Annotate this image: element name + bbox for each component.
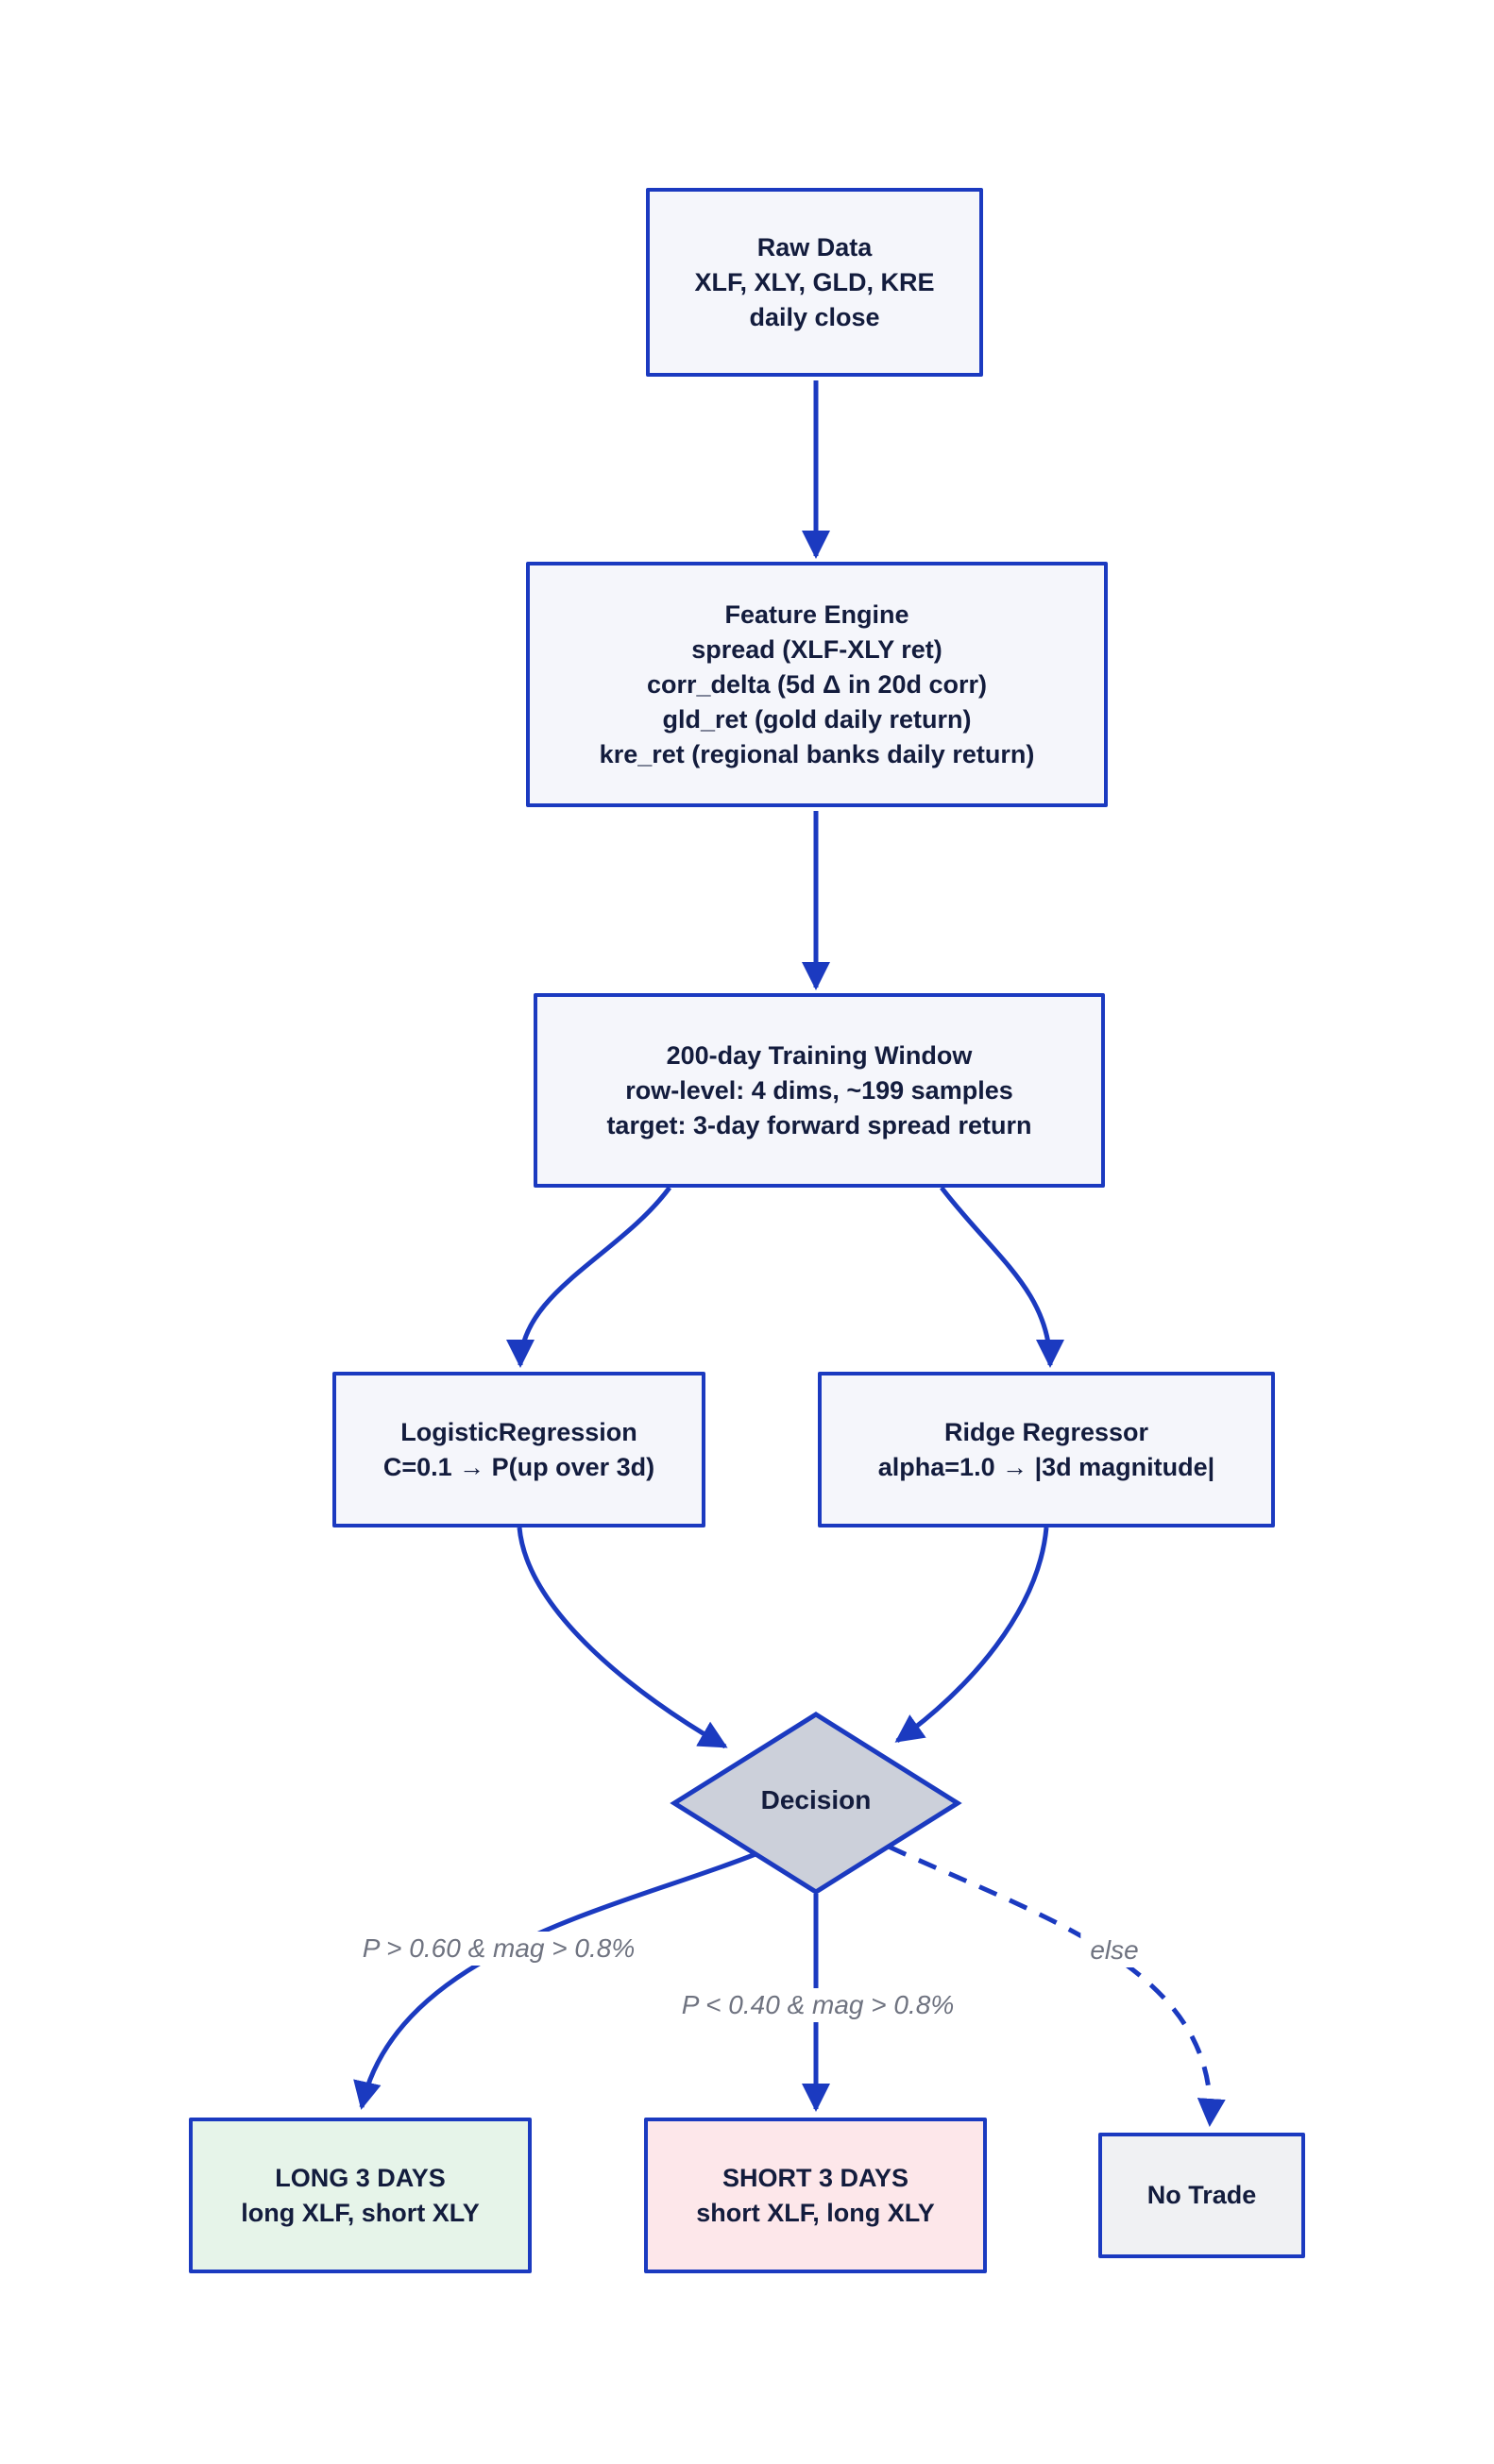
edge-label-short-condition: P < 0.40 & mag > 0.8%: [671, 1988, 964, 2022]
decision-diamond: [670, 1712, 962, 1895]
node-long-3-days: LONG 3 DAYS long XLF, short XLY: [189, 2118, 532, 2273]
node-features-line-4: gld_ret (gold daily return): [662, 704, 972, 734]
node-logistic-regression: LogisticRegression C=0.1 → P(up over 3d): [332, 1372, 705, 1527]
node-training-window: 200-day Training Window row-level: 4 dim…: [534, 993, 1105, 1188]
node-ridge-line-2: alpha=1.0 → |3d magnitude|: [877, 1452, 1215, 1481]
node-no-trade: No Trade: [1098, 2133, 1305, 2258]
node-features-line-1: Feature Engine: [724, 599, 909, 629]
edge-logistic-to-decision: [517, 1527, 728, 1749]
node-train-line-3: target: 3-day forward spread return: [606, 1110, 1032, 1139]
node-logistic-line-1: LogisticRegression: [400, 1417, 637, 1446]
node-raw-line-3: daily close: [749, 302, 880, 331]
node-feature-engine: Feature Engine spread (XLF-XLY ret) corr…: [526, 562, 1108, 807]
node-long-line-2: long XLF, short XLY: [241, 2198, 480, 2227]
node-features-line-5: kre_ret (regional banks daily return): [599, 739, 1035, 768]
edge-train-to-logistic: [506, 1186, 672, 1368]
node-train-line-1: 200-day Training Window: [666, 1040, 973, 1070]
node-short-3-days: SHORT 3 DAYS short XLF, long XLY: [644, 2118, 987, 2273]
node-ridge-regressor: Ridge Regressor alpha=1.0 → |3d magnitud…: [818, 1372, 1275, 1527]
node-long-line-1: LONG 3 DAYS: [275, 2163, 446, 2192]
node-ridge-line-1: Ridge Regressor: [943, 1417, 1149, 1446]
edge-ridge-to-decision: [894, 1527, 1049, 1744]
node-raw-line-2: XLF, XLY, GLD, KRE: [694, 267, 935, 296]
node-short-line-1: SHORT 3 DAYS: [722, 2163, 909, 2192]
node-raw-data: Raw Data XLF, XLY, GLD, KRE daily close: [646, 188, 983, 377]
node-train-line-2: row-level: 4 dims, ~199 samples: [625, 1075, 1013, 1105]
node-raw-line-1: Raw Data: [756, 232, 873, 262]
edge-label-else-condition: else: [1080, 1933, 1148, 1967]
node-logistic-line-2: C=0.1 → P(up over 3d): [382, 1452, 655, 1481]
decision-label: Decision: [760, 1785, 872, 1814]
edge-decision-to-long: [353, 1851, 756, 2110]
edge-train-to-ridge: [940, 1186, 1064, 1368]
node-short-line-2: short XLF, long XLY: [696, 2198, 935, 2227]
node-notrade-line-1: No Trade: [1146, 2181, 1257, 2209]
edge-decision-to-notrade: [887, 1844, 1226, 2127]
node-features-line-2: spread (XLF-XLY ret): [691, 634, 942, 664]
node-features-line-3: corr_delta (5d Δ in 20d corr): [646, 669, 987, 699]
edge-label-long-condition: P > 0.60 & mag > 0.8%: [352, 1932, 645, 1966]
